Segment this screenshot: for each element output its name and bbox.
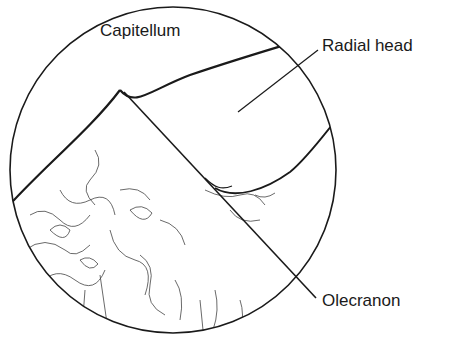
part-label: Radial head <box>322 37 413 56</box>
joint-illustration <box>5 35 336 330</box>
part-label: Olecranon <box>322 292 400 311</box>
tissue-texture <box>20 150 275 330</box>
radial-head-leader <box>238 50 318 112</box>
scope-circle <box>10 7 336 333</box>
radial-head-edge <box>120 35 318 98</box>
part-label: Capitellum <box>100 22 180 41</box>
olecranon-leader <box>124 92 316 298</box>
radial-head-rim <box>215 120 336 193</box>
